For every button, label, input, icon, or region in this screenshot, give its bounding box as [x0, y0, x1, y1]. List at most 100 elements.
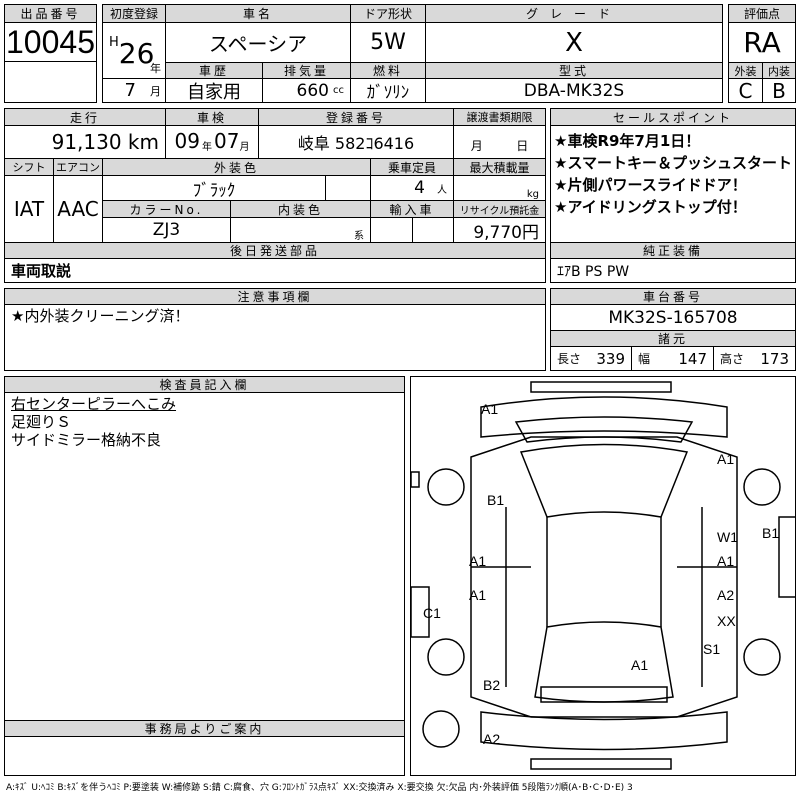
sales-point: ★アイドリングストップ付！ [554, 198, 747, 216]
import-cell-2 [412, 217, 454, 243]
color-no: ZJ3 [102, 217, 231, 243]
legend: A:ｷｽﾞ U:ﾍｺﾐ B:ｷｽﾞを伴うﾍｺﾐ P:要塗装 W:補修跡 S:錆 … [6, 783, 633, 793]
import-label: 輸入車 [370, 200, 454, 218]
grade: X [425, 22, 723, 63]
fuel: ｶﾞｿﾘﾝ [350, 78, 426, 103]
damage-mark: A2 [717, 587, 735, 603]
lot-blank [4, 61, 97, 103]
displacement-label: 排気量 [262, 62, 351, 79]
model-code: DBA-MK32S [425, 78, 723, 103]
displacement: 660 cc [262, 78, 351, 103]
damage-mark: C1 [423, 605, 441, 621]
inspector-notes: 右センターピラーへこみ 足廻りＳ サイドミラー格納不良 [4, 392, 405, 721]
mileage: 91,130 km [4, 125, 166, 159]
car-name-label: 車名 [165, 4, 351, 23]
spec-height: 高さ 173 [713, 346, 796, 371]
month-unit: 月 [150, 84, 161, 98]
mileage-label: 走行 [4, 108, 166, 126]
specs-label: 諸元 [550, 330, 796, 347]
car-name: スペーシア [165, 22, 351, 63]
damage-mark: S1 [703, 641, 721, 657]
ext-color: ﾌﾞﾗｯｸ [102, 175, 326, 201]
height-value: 173 [760, 349, 789, 368]
int-score-label: 内装 [762, 62, 796, 79]
spec-length: 長さ 339 [550, 346, 632, 371]
max-load-label: 最大積載量 [453, 158, 546, 176]
damage-mark: A1 [481, 401, 499, 417]
recycle-label: リサイクル預託金 [453, 200, 546, 218]
length-label: 長さ [557, 352, 582, 366]
ext-score: C [728, 78, 763, 103]
year-unit: 年 [150, 62, 161, 75]
model-label: 型式 [425, 62, 723, 79]
sales-point: ★車検R9年7月1日！ [554, 132, 701, 150]
car-outline-icon [411, 381, 795, 770]
ext-color-label: 外装色 [102, 158, 371, 176]
max-load: kg [453, 175, 546, 201]
ext-score-label: 外装 [728, 62, 763, 79]
width-label: 幅 [638, 352, 651, 366]
plate-label: 登録番号 [258, 108, 454, 126]
score-label: 評価点 [728, 4, 796, 23]
damage-mark: B1 [762, 525, 780, 541]
int-color: 系 [230, 217, 371, 243]
first-reg-label: 初度登録 [102, 4, 166, 23]
inspection-year: 09 [174, 129, 200, 153]
history-label: 車歴 [165, 62, 263, 79]
inspector-note: サイドミラー格納不良 [11, 431, 162, 449]
inspector-note: 足廻りＳ [11, 413, 72, 431]
ac-label: エアコン [53, 158, 103, 176]
ac: AAC [53, 175, 103, 243]
inspection-month-unit: 月 [239, 142, 250, 153]
damage-mark: A1 [469, 553, 487, 569]
shift: IAT [4, 175, 54, 243]
shift-label: シフト [4, 158, 54, 176]
damage-mark: A1 [717, 451, 735, 467]
caution-label: 注意事項欄 [4, 288, 546, 305]
int-score: B [762, 78, 796, 103]
transfer-date: 月日 [453, 125, 546, 159]
lot-number: 10045 [4, 22, 97, 62]
damage-mark: A1 [631, 657, 649, 673]
displacement-unit: cc [333, 85, 344, 96]
equipment: ｴｱB PS PW [550, 258, 796, 283]
inspector-label: 検査員記入欄 [4, 376, 405, 393]
sales-points: ★車検R9年7月1日！ ★スマートキー＆プッシュスタート ★片側パワースライドド… [550, 125, 796, 243]
office-notes [4, 736, 405, 776]
damage-mark: B1 [487, 492, 505, 508]
chassis-label: 車台番号 [550, 288, 796, 305]
ext-color-blank [325, 175, 371, 201]
sales-point: ★スマートキー＆プッシュスタート [554, 154, 792, 172]
import-cell-1 [370, 217, 413, 243]
recycle-fee: 9,770円 [453, 217, 546, 243]
car-diagram: A1 A1 B1 W1 A1 B1 A1 A1 A2 XX C1 S1 A1 B… [410, 376, 796, 776]
inspection-year-unit: 年 [202, 142, 212, 153]
equipment-label: 純正装備 [550, 242, 796, 259]
height-label: 高さ [720, 352, 745, 366]
door-type: 5W [350, 22, 426, 63]
office-label: 事務局よりご案内 [4, 720, 405, 737]
length-value: 339 [596, 349, 625, 368]
sales-label: セールスポイント [550, 108, 796, 126]
caution-text: ★内外装クリーニング済！ [11, 307, 190, 325]
transfer-label: 譲渡書類期限 [453, 108, 546, 126]
capacity-value: 4 [414, 178, 425, 198]
capacity-label: 乗車定員 [370, 158, 454, 176]
inspection-month: 07 [214, 129, 240, 153]
inspection-label: 車検 [165, 108, 259, 126]
door-label: ドア形状 [350, 4, 426, 23]
sales-point: ★片側パワースライドドア！ [554, 176, 747, 194]
inspector-note: 右センターピラーへこみ [11, 395, 177, 413]
capacity-unit: 人 [437, 184, 447, 196]
chassis-number: MK32S-165708 [550, 304, 796, 331]
era: H [109, 35, 119, 50]
displacement-value: 660 [296, 80, 329, 101]
parts: 車両取説 [4, 258, 546, 283]
transfer-day: 日 [516, 139, 529, 153]
plate-number: 岐阜 582ｺ6416 [258, 125, 454, 159]
grade-label: グレード [425, 4, 723, 23]
history: 自家用 [165, 78, 263, 103]
